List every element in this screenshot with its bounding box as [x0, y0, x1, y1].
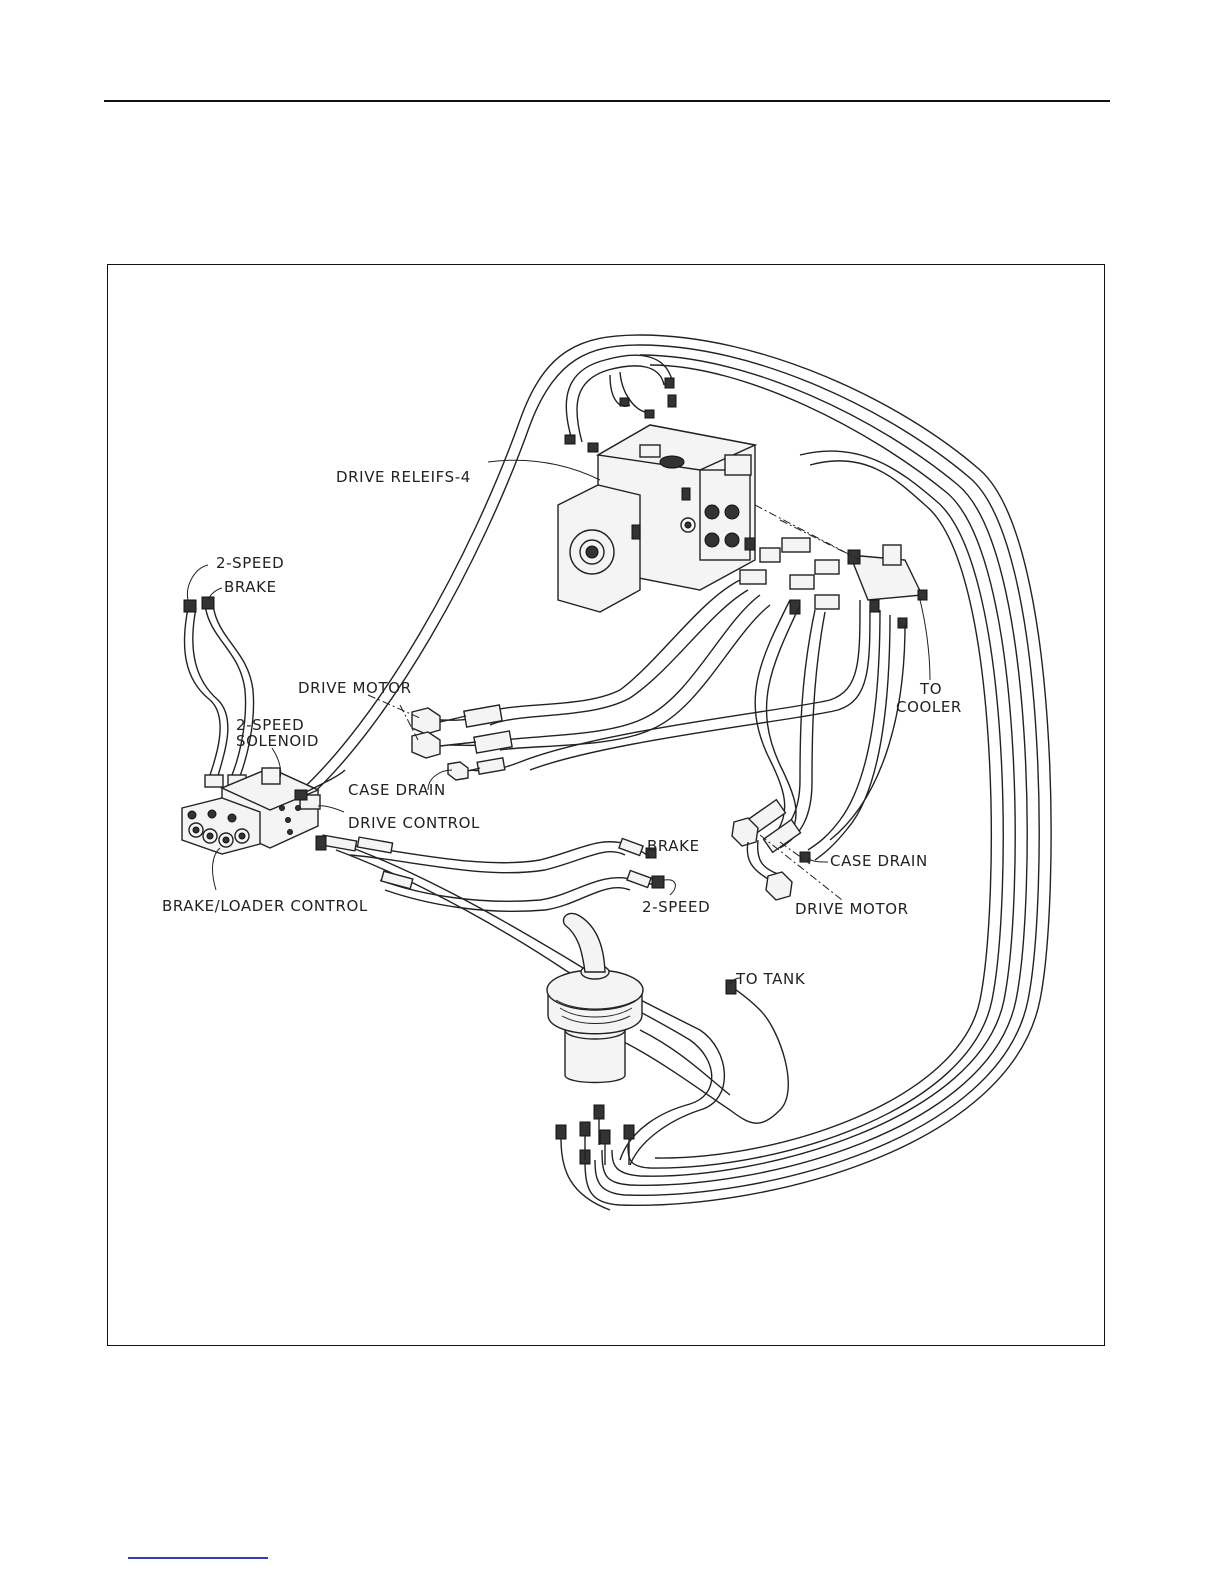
- left-drive-motor-hoses: [412, 580, 870, 780]
- brake-two-speed-hoses: [316, 835, 664, 911]
- label-drive-motor-right: DRIVE MOTOR: [795, 900, 909, 918]
- joystick: [547, 913, 643, 1082]
- label-to-cooler-cooler: COOLER: [896, 698, 962, 716]
- label-drive-control: DRIVE CONTROL: [348, 814, 480, 832]
- label-solenoid: SOLENOID: [236, 732, 319, 750]
- label-case-drain-left: CASE DRAIN: [348, 781, 446, 799]
- label-brake-loader-control: BRAKE/LOADER CONTROL: [162, 897, 368, 915]
- pump-fittings: [740, 538, 839, 614]
- label-brake-mid: BRAKE: [647, 837, 700, 855]
- label-to-cooler-to: TO: [919, 680, 942, 698]
- label-case-drain-right: CASE DRAIN: [830, 852, 928, 870]
- hydrostatic-pump: [558, 425, 755, 612]
- label-two-speed-mid: 2-SPEED: [642, 898, 710, 916]
- label-drive-reliefs: DRIVE RELEIFS-4: [336, 468, 471, 486]
- label-drive-motor-left: DRIVE MOTOR: [298, 679, 412, 697]
- label-two-speed-top: 2-SPEED: [216, 554, 284, 572]
- label-to-tank: TO TANK: [735, 970, 806, 988]
- top-left-hoses: [184, 597, 254, 787]
- label-brake-top: BRAKE: [224, 578, 277, 596]
